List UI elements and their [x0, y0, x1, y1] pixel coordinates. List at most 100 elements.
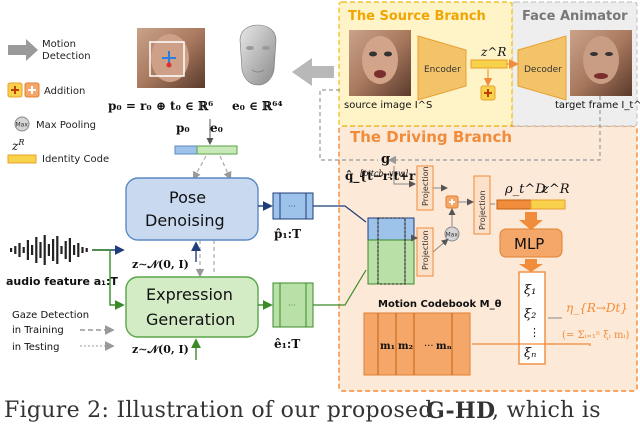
waveform-bar: [52, 239, 55, 261]
label-e0: e₀: [210, 121, 223, 135]
face-animator-title: Face Animator: [522, 9, 628, 24]
expression-generation-block: Expression Generation: [125, 276, 259, 338]
waveform-bar: [68, 238, 71, 262]
waveform-bar: [64, 241, 67, 259]
driving-z-label: z^R: [541, 182, 570, 197]
pose-line1: Pose: [169, 188, 206, 207]
waveform-bar: [85, 248, 88, 252]
waveform-bar: [18, 243, 21, 257]
pose-output-tensor: ···: [272, 192, 314, 220]
audio-label: audio feature a₁:T: [6, 275, 118, 288]
svg-text:ξₙ: ξₙ: [524, 346, 536, 361]
svg-text:m₂: m₂: [398, 341, 413, 352]
svg-text:⋮: ⋮: [529, 326, 540, 339]
encoder-label: Encoder: [424, 65, 461, 75]
driving-identity-code: [530, 199, 566, 210]
waveform-bar: [31, 245, 34, 255]
down-arrow-to-mlp: [519, 212, 543, 230]
waveform-bar: [22, 247, 25, 253]
svg-text:···: ···: [288, 301, 296, 310]
legend-identity-code: Identity Code: [42, 154, 109, 165]
pose-output-label: p̂₁:T: [274, 227, 301, 241]
rho-code-bar: [496, 199, 532, 210]
svg-text:Projection: Projection: [421, 230, 430, 270]
waveform-bar: [60, 246, 63, 254]
motion-detection-arrow: [292, 58, 334, 86]
legend-addition: Addition: [44, 86, 85, 97]
addition-legend-icon: [7, 82, 40, 98]
q-window-tensor: [367, 217, 415, 285]
waveform-bar: [81, 247, 84, 253]
source-branch-title: The Source Branch: [348, 9, 486, 24]
svg-text:Max: Max: [16, 122, 29, 129]
identity-code-legend-icon: [7, 154, 37, 164]
waveform-bar: [14, 246, 17, 254]
source-image: [349, 30, 411, 96]
down-arrow-to-xi: [519, 259, 543, 272]
svg-text:···: ···: [424, 341, 434, 352]
p0-code-bar: [174, 145, 198, 155]
decoder-block: [517, 35, 567, 101]
svg-text:MLP: MLP: [514, 235, 544, 253]
e0-code-bar: [196, 145, 238, 155]
gaze-training: in Training: [12, 325, 64, 336]
svg-text:m₁: m₁: [380, 341, 395, 352]
expression-line2: Generation: [146, 310, 235, 329]
xi-vector: ξ₁ ξ₂ ⋮ ξₙ: [518, 271, 546, 365]
waveform-bar: [56, 236, 59, 264]
gaze-title: Gaze Detection: [12, 310, 89, 321]
label-p0: p₀: [176, 121, 190, 135]
waveform-bar: [10, 248, 13, 252]
encoder-block: [417, 35, 467, 101]
caption-part-2: G-HD: [426, 398, 496, 424]
expression-output-tensor: ···: [272, 282, 314, 328]
rho-label: ρ_t^D: [504, 182, 546, 197]
gaze-testing: in Testing: [12, 342, 59, 353]
expression-line1: Expression: [146, 285, 233, 304]
svg-text:mₙ: mₙ: [436, 341, 452, 352]
svg-text:Max: Max: [446, 232, 459, 239]
eta-label: η_{R→Dt}: [566, 301, 628, 315]
codebook-title: Motion Codebook M_θ: [378, 299, 502, 310]
addition-icon: [480, 85, 496, 101]
max-pooling-legend-icon: Max: [14, 116, 30, 132]
orange-addition-icon: [445, 195, 459, 209]
waveform-bar: [26, 240, 29, 260]
noise-expr: z∼𝒩(0, I): [132, 343, 189, 356]
svg-text:ξ₂: ξ₂: [524, 307, 536, 322]
projection-block-top: Projection: [416, 165, 434, 211]
svg-text:Projection: Projection: [478, 190, 487, 230]
svg-text:Projection: Projection: [421, 166, 430, 206]
formula-p0: p₀ = r₀ ⊕ t₀ ∈ ℝ⁶: [108, 99, 213, 113]
noise-pose: z∼𝒩(0, I): [132, 258, 189, 271]
pose-line2: Denoising: [145, 211, 225, 230]
mlp-block: MLP: [499, 228, 563, 258]
motion-codebook: m₁ m₂ ··· mₙ: [363, 312, 471, 376]
pitch-yaw-label: [pitch, yaw]: [360, 169, 409, 178]
source-identity-code: [470, 59, 508, 69]
pose-denoising-block: Pose Denoising: [125, 177, 259, 241]
motion-detection-arrow-icon: [8, 39, 38, 61]
waveform-bar: [77, 243, 80, 257]
decoder-label: Decoder: [524, 65, 562, 75]
waveform-bar: [39, 242, 42, 258]
figure-caption: Figure 2: Illustration of our proposed G…: [0, 394, 640, 425]
target-frame-label: target frame I_t^D: [555, 100, 640, 111]
eta-sum: (= Σᵢ₌₁ⁿ ξᵢ mᵢ): [562, 330, 630, 341]
waveform-bar: [47, 244, 50, 256]
source-z-label: z^R: [480, 45, 506, 59]
expression-output-label: ê₁:T: [274, 337, 300, 351]
legend-max-pooling: Max Pooling: [36, 120, 96, 131]
audio-waveform-icon: [10, 235, 88, 265]
caption-part-1: Figure 2: Illustration of our proposed: [4, 398, 433, 423]
formula-e0: e₀ ∈ ℝ⁶⁴: [232, 99, 283, 113]
target-frame-image: [570, 30, 632, 96]
waveform-bar: [35, 237, 38, 263]
detected-face-image: [137, 28, 205, 88]
caption-part-3: , which is: [492, 398, 601, 423]
gaze-legend: Gaze Detection in Training in Testing: [12, 310, 115, 353]
g-label: g: [381, 152, 390, 167]
source-branch-panel: The Source Branch source image I^S Encod…: [338, 1, 513, 127]
